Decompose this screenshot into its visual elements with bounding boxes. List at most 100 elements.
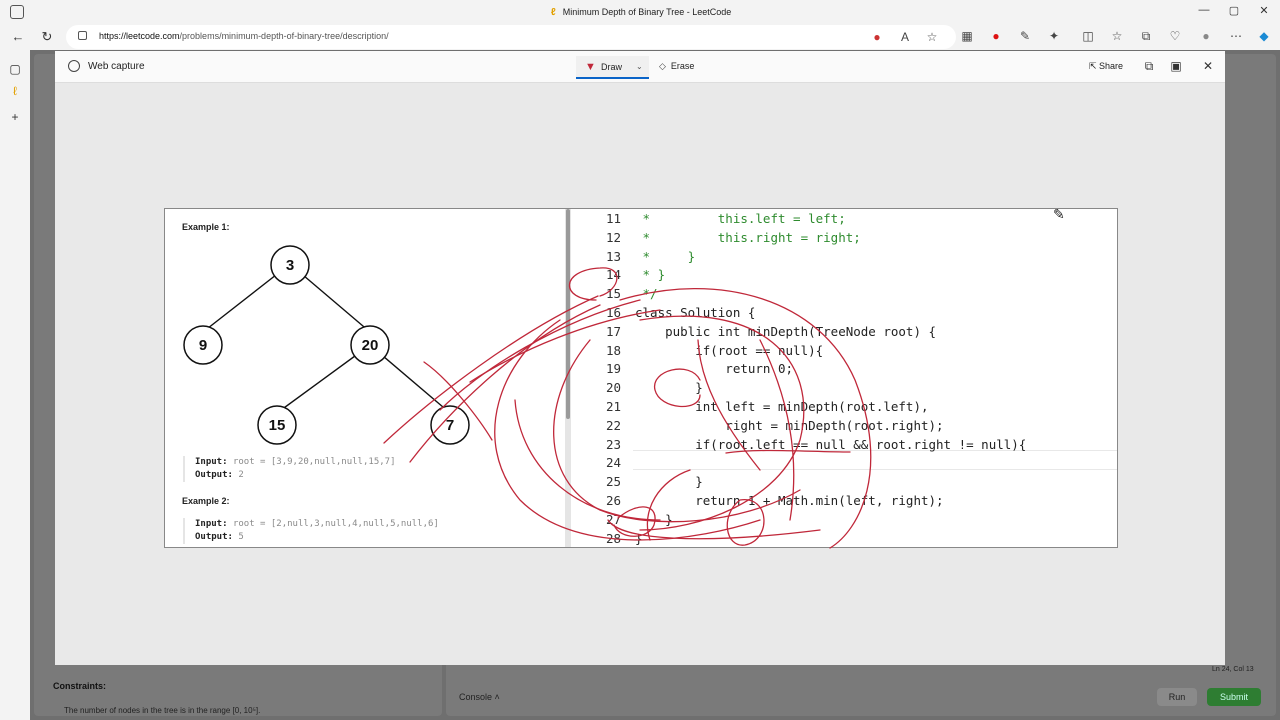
share-button[interactable]: ⇱ Share [1089, 61, 1123, 72]
eraser-icon: ◇ [659, 61, 666, 71]
tree-node-20-label: 20 [362, 337, 379, 354]
tree-node-9-label: 9 [199, 337, 207, 354]
output-label: Output: [195, 532, 233, 542]
code-line[interactable]: return 1 + Math.min(left, right); [635, 493, 944, 508]
code-line[interactable]: if(root == null){ [635, 342, 824, 358]
favorites-icon[interactable]: ☆ [1111, 29, 1123, 43]
code-line[interactable]: */ [635, 286, 658, 302]
code-line[interactable]: right = minDepth(root.right); [635, 417, 944, 433]
tree-node-7-label: 7 [446, 417, 454, 434]
tree-node-15-label: 15 [269, 417, 286, 434]
share-label: Share [1099, 61, 1124, 71]
new-tab-icon[interactable]: + [11, 110, 19, 124]
code-line[interactable]: } [635, 530, 643, 546]
draw-label: Draw [601, 62, 623, 72]
web-capture-toolbar: Web capture ▼ Draw ⌄ ◇Erase ⇱ Share ⧉ ▣ … [55, 51, 1225, 83]
code-line[interactable]: return 0; [635, 361, 794, 377]
problem-description-pane: Example 1: 3 9 20 15 7 [165, 209, 567, 547]
constraint-item: The number of nodes in the tree is in th… [64, 706, 261, 715]
erase-button[interactable]: ◇Erase [659, 61, 694, 72]
url-text[interactable]: https://leetcode.com/problems/minimum-de… [99, 31, 389, 41]
close-capture-icon[interactable]: ✕ [1202, 59, 1214, 73]
share-icon: ⇱ [1089, 61, 1100, 71]
close-window-button[interactable]: ✕ [1259, 5, 1269, 17]
line-number: 21 [605, 399, 621, 414]
workspaces-icon[interactable] [10, 5, 24, 19]
line-number: 16 [605, 305, 621, 320]
run-button[interactable]: Run [1157, 688, 1197, 706]
input-label: Input: [195, 519, 228, 529]
refresh-icon[interactable]: ↻ [41, 29, 53, 44]
submit-button[interactable]: Submit [1207, 688, 1261, 706]
pen-cursor-icon: ✎ [1053, 206, 1065, 222]
line-number: 24 [605, 455, 621, 471]
cursor-status: Ln 24, Col 13 [1212, 666, 1254, 673]
console-toggle[interactable]: Console ˄ [459, 692, 500, 702]
input-label: Input: [195, 457, 228, 467]
maximize-button[interactable]: ▢ [1228, 5, 1240, 17]
lock-icon[interactable] [78, 31, 87, 40]
code-line[interactable]: * } [635, 248, 696, 264]
save-icon[interactable]: ▣ [1170, 59, 1182, 73]
example-1-io: Input: root = [3,9,20,null,null,15,7] Ou… [183, 456, 396, 482]
code-line[interactable]: public int minDepth(TreeNode root) { [635, 323, 937, 339]
tree-node-3-label: 3 [286, 257, 294, 274]
code-line[interactable]: } [635, 474, 703, 490]
profile-avatar-icon[interactable]: ● [1202, 29, 1210, 43]
line-number: 20 [605, 380, 621, 396]
code-line[interactable]: if(root.left == null && root.right != nu… [635, 436, 1027, 452]
tab-actions-icon[interactable]: ▢ [9, 62, 21, 76]
window-title-text: Minimum Depth of Binary Tree - LeetCode [562, 7, 732, 17]
code-line[interactable]: int left = minDepth(root.left), [635, 399, 929, 414]
code-line[interactable]: } [635, 511, 673, 527]
input-value: root = [2,null,3,null,4,null,5,null,6] [232, 519, 439, 529]
input-value: root = [3,9,20,null,null,15,7] [232, 457, 396, 467]
extension-qr-icon[interactable]: ▦ [961, 29, 973, 43]
line-number: 19 [605, 361, 621, 377]
copy-icon[interactable]: ⧉ [1144, 59, 1154, 73]
line-number: 14 [605, 267, 621, 283]
leetcode-favicon-icon: ℓ [550, 7, 556, 18]
line-number: 23 [605, 436, 621, 452]
extension-edit-icon[interactable]: ✎ [1019, 29, 1031, 43]
code-line[interactable]: * this.right = right; [635, 229, 861, 245]
code-line[interactable]: * this.left = left; [635, 211, 846, 226]
tree-node-15 [257, 405, 297, 445]
line-number: 27 [605, 511, 621, 527]
code-line[interactable]: class Solution { [635, 305, 756, 320]
line-number: 11 [605, 211, 621, 226]
tree-node-9 [183, 325, 223, 365]
window-title: ℓ Minimum Depth of Binary Tree - LeetCode [0, 7, 1280, 18]
back-icon[interactable]: ← [11, 29, 25, 44]
code-line[interactable]: } [635, 380, 703, 396]
browser-essentials-icon[interactable]: ♡ [1169, 29, 1181, 43]
line-number: 18 [605, 342, 621, 358]
output-value: 5 [238, 532, 244, 542]
address-bar-row: ← ↻ https://leetcode.com/problems/minimu… [0, 24, 1280, 50]
tracking-shield-icon[interactable]: ● [873, 30, 881, 44]
extensions-puzzle-icon[interactable]: ✦ [1048, 29, 1060, 43]
extension-opera-icon[interactable]: ● [992, 29, 1000, 43]
split-screen-icon[interactable]: ◫ [1082, 29, 1094, 43]
collections-icon[interactable]: ⧉ [1141, 29, 1151, 43]
constraints-heading: Constraints: [53, 681, 107, 691]
web-capture-title: Web capture [88, 61, 145, 72]
settings-more-icon[interactable]: ⋯ [1230, 29, 1242, 43]
read-aloud-icon[interactable]: A [900, 30, 909, 44]
draw-button[interactable]: ▼ Draw ⌄ [576, 56, 649, 79]
tree-node-3 [270, 245, 310, 285]
leetcode-tab-icon[interactable]: ℓ [13, 84, 17, 98]
chevron-down-icon[interactable]: ⌄ [636, 62, 643, 71]
address-bar[interactable]: https://leetcode.com/problems/minimum-de… [66, 25, 956, 49]
code-line[interactable]: * } [635, 267, 666, 283]
favorite-star-icon[interactable]: ☆ [926, 30, 938, 44]
line-number: 12 [605, 229, 621, 245]
line-number: 15 [605, 286, 621, 302]
binary-tree-diagram: 3 9 20 15 7 [183, 245, 470, 445]
minimize-button[interactable]: — [1198, 4, 1210, 16]
copilot-icon[interactable]: ◆ [1259, 29, 1269, 43]
output-value: 2 [238, 470, 244, 480]
pen-icon: ▼ [585, 61, 596, 73]
scrollbar-thumb[interactable] [566, 209, 570, 419]
